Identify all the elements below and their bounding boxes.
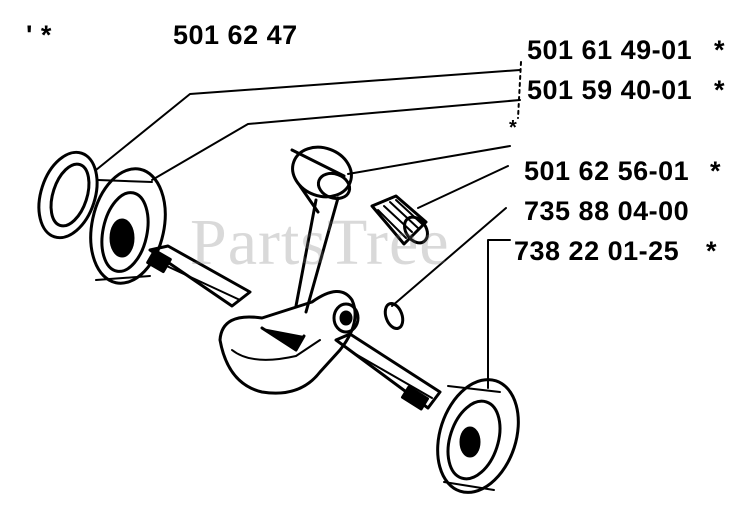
left-bearing [89, 167, 167, 285]
star-marker: * [714, 35, 726, 65]
part-number: 501 62 56-01 [524, 156, 690, 186]
part-label-3: 501 62 56-01 [524, 156, 689, 186]
needle-bearing [370, 194, 429, 246]
part-label-5: 738 22 01-25 [514, 236, 679, 266]
connecting-rod [290, 145, 353, 314]
star-marker: * [714, 75, 726, 105]
watermark: PartsTree [190, 206, 450, 279]
part-label-2: 501 59 40-01 [527, 75, 692, 105]
star-marker: * [706, 236, 718, 266]
star-marker: * [710, 156, 722, 186]
part-number: 735 88 04-00 [524, 196, 690, 226]
key-pin [383, 301, 405, 331]
part-number: 501 61 49-01 [527, 35, 693, 65]
bracket-star: * [509, 117, 518, 139]
part-label-4: 735 88 04-00 [524, 196, 689, 226]
kit-number: 501 62 47 [173, 20, 298, 50]
left-shaft [146, 244, 252, 308]
right-bearing [436, 378, 520, 494]
header-mark: ' * [26, 20, 52, 50]
part-number: 738 22 01-25 [514, 236, 680, 266]
part-number: 501 59 40-01 [527, 75, 693, 105]
part-label-1: 501 61 49-01 [527, 35, 692, 65]
right-shaft [334, 332, 442, 411]
leader-lines [95, 61, 522, 389]
seal-ring [37, 150, 99, 240]
crank-web [218, 290, 360, 395]
